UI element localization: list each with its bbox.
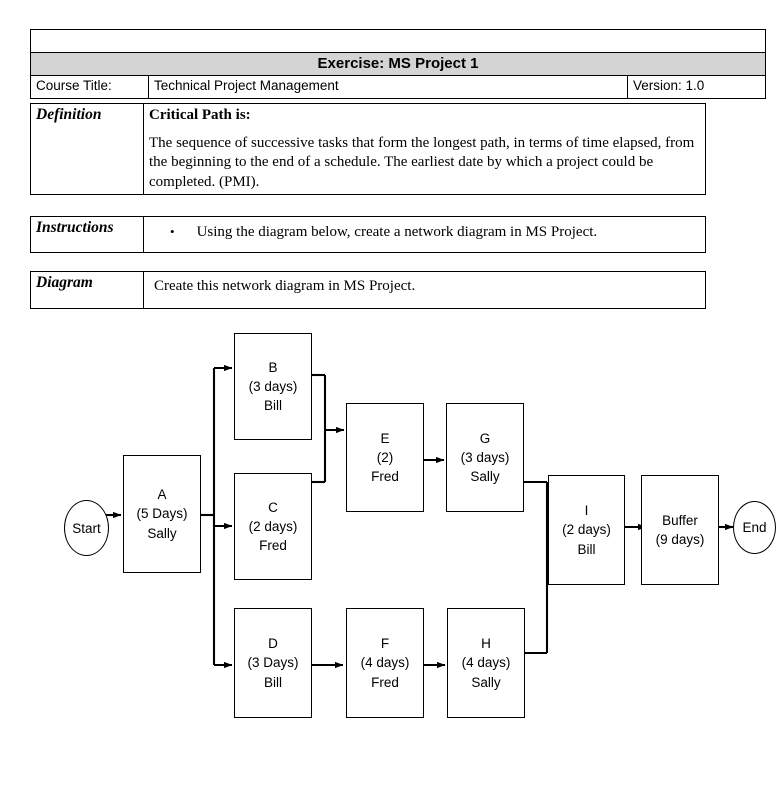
- end-node-label: End: [742, 520, 767, 535]
- task-node-e[interactable]: E (2) Fred: [346, 403, 424, 512]
- diagram-body: Create this network diagram in MS Projec…: [143, 270, 706, 310]
- task-a-name: A: [157, 487, 167, 503]
- definition-label: Definition: [30, 103, 144, 195]
- definition-body: Critical Path is: The sequence of succes…: [143, 103, 706, 195]
- task-i-owner: Bill: [577, 541, 596, 557]
- task-node-d[interactable]: D (3 Days) Bill: [234, 608, 312, 718]
- start-node-label: Start: [72, 520, 101, 536]
- task-d-name: D: [268, 636, 278, 652]
- task-node-a[interactable]: A (5 Days) Sally: [123, 455, 201, 573]
- version-value: Version: 1.0: [626, 75, 767, 99]
- task-node-i[interactable]: I (2 days) Bill: [548, 475, 625, 585]
- exercise-title-row: Exercise: MS Project 1: [29, 52, 767, 76]
- course-meta-row: Course Title: Technical Project Manageme…: [30, 75, 767, 99]
- diagram-table: Diagram Create this network diagram in M…: [30, 270, 706, 310]
- definition-text: The sequence of successive tasks that fo…: [149, 135, 695, 190]
- diagram-connectors: [106, 364, 734, 669]
- task-c-duration: (2 days): [248, 518, 298, 534]
- header-blank-cell: [29, 29, 767, 53]
- task-g-duration: (3 days): [460, 449, 510, 465]
- task-node-f[interactable]: F (4 days) Fred: [346, 608, 424, 718]
- task-h-owner: Sally: [471, 674, 501, 690]
- task-b-name: B: [268, 359, 278, 375]
- task-c-owner: Fred: [259, 538, 287, 554]
- instruction-list-item: • Using the diagram below, create a netw…: [154, 223, 695, 242]
- task-e-name: E: [380, 430, 390, 446]
- diagram-label: Diagram: [30, 270, 144, 310]
- definition-row: Definition Critical Path is: The sequenc…: [30, 103, 706, 195]
- definition-lead: Critical Path is:: [149, 107, 251, 123]
- task-i-name: I: [584, 503, 589, 519]
- course-title-value: Technical Project Management: [148, 75, 628, 99]
- task-a-owner: Sally: [147, 525, 177, 541]
- instructions-body: • Using the diagram below, create a netw…: [143, 215, 706, 254]
- task-a-duration: (5 Days): [136, 506, 188, 522]
- task-buffer-duration: (9 days): [655, 532, 705, 547]
- exercise-title: Exercise: MS Project 1: [29, 52, 767, 76]
- diagram-row: Diagram Create this network diagram in M…: [30, 270, 706, 310]
- task-b-owner: Bill: [263, 398, 282, 414]
- document-header-table: Exercise: MS Project 1 Course Title: Tec…: [29, 29, 767, 99]
- bullet-icon: •: [170, 224, 175, 239]
- task-node-b[interactable]: B (3 days) Bill: [234, 333, 312, 440]
- task-c-name: C: [268, 499, 278, 515]
- task-node-g[interactable]: G (3 days) Sally: [446, 403, 524, 512]
- task-d-duration: (3 Days): [247, 655, 299, 671]
- task-e-owner: Fred: [371, 469, 399, 485]
- task-node-c[interactable]: C (2 days) Fred: [234, 473, 312, 580]
- instructions-table: Instructions • Using the diagram below, …: [30, 215, 706, 254]
- header-blank-row: [29, 29, 767, 53]
- definition-table: Definition Critical Path is: The sequenc…: [30, 103, 706, 195]
- task-b-duration: (3 days): [248, 378, 298, 394]
- task-node-h[interactable]: H (4 days) Sally: [447, 608, 525, 718]
- task-f-duration: (4 days): [360, 655, 410, 671]
- instruction-text: Using the diagram below, create a networ…: [196, 224, 598, 240]
- task-f-owner: Fred: [371, 674, 399, 690]
- task-h-name: H: [481, 636, 491, 652]
- task-e-duration: (2): [376, 449, 394, 465]
- instructions-label: Instructions: [30, 215, 144, 254]
- task-g-owner: Sally: [470, 469, 500, 485]
- task-d-owner: Bill: [263, 674, 282, 690]
- task-node-buffer[interactable]: Buffer (9 days): [641, 475, 719, 585]
- course-title-label: Course Title:: [30, 75, 149, 99]
- end-node[interactable]: End: [733, 501, 776, 554]
- network-diagram: Start A (5 Days) Sally B (3 days) Bill C…: [0, 320, 780, 740]
- task-buffer-name: Buffer: [662, 512, 698, 528]
- task-f-name: F: [380, 636, 390, 652]
- task-i-duration: (2 days): [562, 522, 611, 538]
- start-node[interactable]: Start: [64, 500, 109, 556]
- instructions-row: Instructions • Using the diagram below, …: [30, 215, 706, 254]
- task-g-name: G: [479, 430, 491, 446]
- task-h-duration: (4 days): [461, 655, 511, 671]
